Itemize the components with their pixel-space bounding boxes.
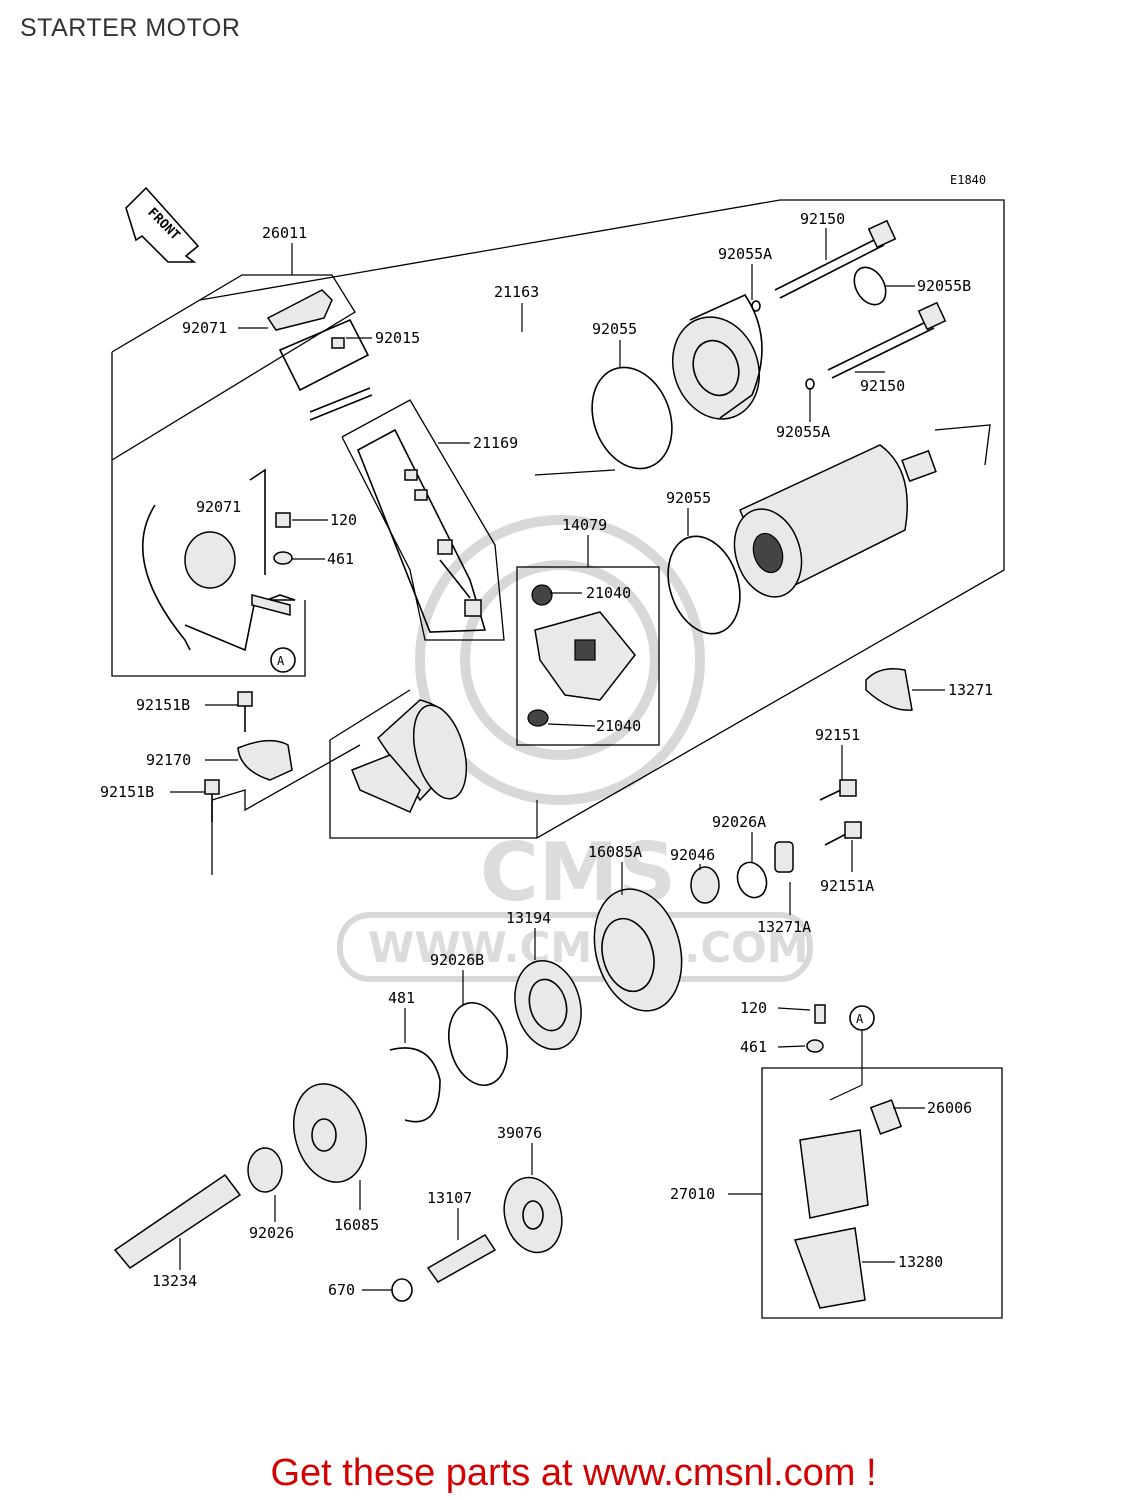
callout-21163: 21163 bbox=[494, 283, 539, 301]
brush-holder-part bbox=[356, 428, 487, 633]
callout-21040-lower: 21040 bbox=[596, 717, 641, 735]
fasteners-right bbox=[736, 668, 913, 899]
diagram-code: E1840 bbox=[950, 173, 986, 187]
page-title: STARTER MOTOR bbox=[20, 14, 241, 42]
motor-yoke-part bbox=[733, 444, 937, 598]
callout-21169: 21169 bbox=[473, 434, 518, 452]
callout-13234: 13234 bbox=[152, 1272, 197, 1290]
callout-26006: 26006 bbox=[927, 1099, 972, 1117]
callout-461-upper: 461 bbox=[327, 550, 354, 568]
o-ring-upper bbox=[591, 366, 673, 470]
callout-leaders bbox=[170, 228, 945, 1291]
callout-92055B: 92055B bbox=[917, 277, 971, 295]
front-arrow-icon: FRONT bbox=[125, 186, 200, 263]
callout-92151B-lower: 92151B bbox=[100, 783, 154, 801]
callout-27010: 27010 bbox=[670, 1185, 715, 1203]
ref-marker-a2: A bbox=[856, 1012, 864, 1026]
callout-92055A-lower: 92055A bbox=[776, 423, 830, 441]
end-cover-part bbox=[671, 293, 763, 420]
callout-26011: 26011 bbox=[262, 224, 307, 242]
callout-92151: 92151 bbox=[815, 726, 860, 744]
callout-92071-upper: 92071 bbox=[182, 319, 227, 337]
callout-92055A-upper: 92055A bbox=[718, 245, 772, 263]
fasteners-left bbox=[204, 691, 293, 822]
callout-120-lower: 120 bbox=[740, 999, 767, 1017]
callout-92150-lower: 92150 bbox=[860, 377, 905, 395]
callout-92026: 92026 bbox=[249, 1224, 294, 1242]
callout-92151B-upper: 92151B bbox=[136, 696, 190, 714]
callout-92151A: 92151A bbox=[820, 877, 874, 895]
starter-relay-part: A bbox=[793, 1004, 903, 1309]
callout-92046: 92046 bbox=[670, 846, 715, 864]
callout-92071-lower: 92071 bbox=[196, 498, 241, 516]
through-bolts bbox=[751, 219, 947, 390]
callout-670: 670 bbox=[328, 1281, 355, 1299]
front-cover-part bbox=[351, 699, 468, 813]
terminal-cover-part: A bbox=[142, 289, 373, 673]
callout-481: 481 bbox=[388, 989, 415, 1007]
footer-link[interactable]: Get these parts at www.cmsnl.com ! bbox=[270, 1452, 877, 1494]
exploded-parts-diagram: CMS WWW.CMSNL.COM E1840 FRONT bbox=[100, 173, 1005, 1319]
callout-labels: 26011 92071 92015 21163 92150 92055A 920… bbox=[100, 210, 993, 1299]
callout-461-lower: 461 bbox=[740, 1038, 767, 1056]
callout-13194: 13194 bbox=[506, 909, 551, 927]
ref-marker-a1: A bbox=[277, 654, 285, 668]
callout-92055-upper: 92055 bbox=[592, 320, 637, 338]
watermark-text: WWW.CMSNL.COM bbox=[368, 923, 809, 972]
callout-14079: 14079 bbox=[562, 516, 607, 534]
callout-92055-lower: 92055 bbox=[666, 489, 711, 507]
brush-plate-part bbox=[527, 584, 636, 727]
o-ring-lower bbox=[667, 535, 741, 635]
callout-92026B: 92026B bbox=[430, 951, 484, 969]
gear-train-parts bbox=[113, 866, 720, 1302]
callout-120-upper: 120 bbox=[330, 511, 357, 529]
front-label: FRONT bbox=[144, 205, 182, 243]
callout-13271A: 13271A bbox=[757, 918, 811, 936]
callout-13107: 13107 bbox=[427, 1189, 472, 1207]
callout-13271: 13271 bbox=[948, 681, 993, 699]
callout-39076: 39076 bbox=[497, 1124, 542, 1142]
callout-16085: 16085 bbox=[334, 1216, 379, 1234]
callout-21040-upper: 21040 bbox=[586, 584, 631, 602]
callout-92150-upper: 92150 bbox=[800, 210, 845, 228]
callout-92026A: 92026A bbox=[712, 813, 766, 831]
callout-92170: 92170 bbox=[146, 751, 191, 769]
callout-13280: 13280 bbox=[898, 1253, 943, 1271]
callout-92015: 92015 bbox=[375, 329, 420, 347]
callout-16085A: 16085A bbox=[588, 843, 642, 861]
